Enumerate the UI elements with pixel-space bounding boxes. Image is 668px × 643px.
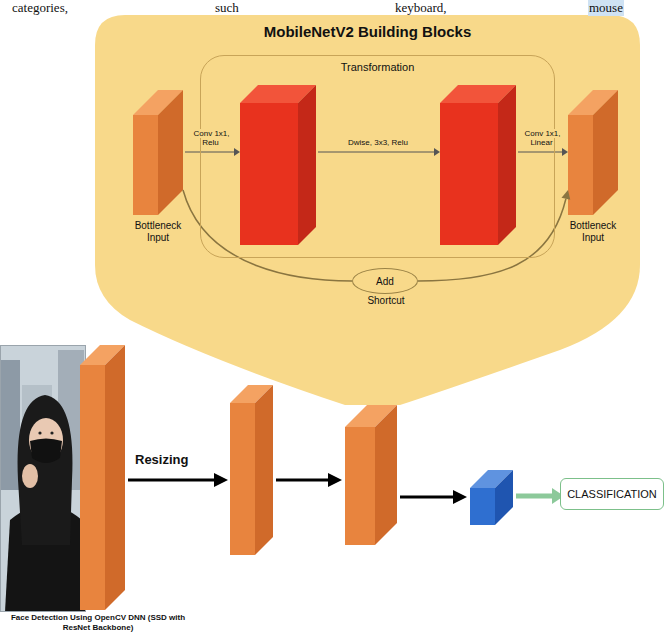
flow-arrow bbox=[516, 494, 553, 499]
caption-label: Face Detection Using OpenCV DNN (SSD wit… bbox=[3, 613, 193, 632]
flow-arrow bbox=[276, 479, 330, 482]
flow-arrow bbox=[400, 496, 455, 499]
photo-mask bbox=[30, 439, 62, 464]
bottleneck-block: Bottleneck Input bbox=[568, 90, 618, 215]
flow-arrow bbox=[185, 152, 234, 153]
block-front bbox=[133, 115, 158, 215]
flow-arrow bbox=[518, 152, 562, 153]
transformation-box: Transformation bbox=[200, 55, 555, 258]
arrow-head bbox=[562, 190, 571, 200]
arrow-label: Conv 1x1, Relu bbox=[184, 129, 238, 148]
photo-background bbox=[0, 345, 86, 612]
block-side bbox=[375, 405, 397, 545]
class-label: CLASSIFICATION bbox=[567, 488, 657, 500]
block-side bbox=[255, 385, 273, 555]
shortcut-label: Shortcut bbox=[333, 295, 439, 306]
arrow-head bbox=[434, 148, 440, 156]
photo-eye bbox=[38, 431, 41, 434]
box-title: Transformation bbox=[201, 61, 554, 73]
callout-cone bbox=[95, 15, 640, 405]
body-text: categories, bbox=[12, 0, 68, 16]
cube-front bbox=[240, 103, 298, 245]
arrow-head bbox=[214, 473, 228, 487]
cube-side bbox=[498, 85, 516, 245]
flow-arrow bbox=[128, 479, 216, 482]
block-label: Bottleneck Input bbox=[558, 220, 628, 244]
add-label: Add bbox=[376, 276, 394, 287]
shortcut-line bbox=[183, 190, 352, 281]
callout-panel: MobileNetV2 Building BlocksBottleneck In… bbox=[95, 15, 640, 315]
arrow-label: Conv 1x1, Linear bbox=[517, 129, 567, 148]
photo-hair bbox=[18, 395, 73, 545]
block-front bbox=[470, 488, 495, 525]
body-text: keyboard, bbox=[395, 0, 447, 16]
block-side bbox=[593, 90, 618, 215]
block-side bbox=[158, 90, 183, 215]
block-front bbox=[230, 403, 255, 555]
arrow-head bbox=[328, 473, 342, 487]
photo-hand bbox=[22, 464, 38, 488]
photo-frame bbox=[1, 346, 86, 612]
block-label: Bottleneck Input bbox=[123, 220, 193, 244]
cube-front bbox=[440, 103, 498, 245]
classification-box: CLASSIFICATION bbox=[560, 478, 664, 510]
block-front bbox=[345, 427, 375, 545]
panel-title: MobileNetV2 Building Blocks bbox=[95, 23, 640, 40]
photo-face bbox=[29, 418, 63, 462]
step-label: Resizing bbox=[135, 452, 188, 468]
block-side bbox=[495, 470, 513, 525]
photo-building bbox=[0, 360, 20, 490]
arrow-label: Dwise, 3x3, Relu bbox=[322, 138, 434, 148]
bottleneck-block: Bottleneck Input bbox=[133, 90, 183, 215]
arrow-head bbox=[453, 490, 467, 504]
block-side bbox=[105, 345, 125, 610]
block-front bbox=[80, 365, 105, 610]
photo-eye bbox=[50, 431, 53, 434]
cube-side bbox=[298, 85, 316, 245]
add-ellipse: AddShortcut bbox=[352, 268, 418, 294]
shortcut-line bbox=[418, 199, 566, 281]
body-text: such bbox=[215, 0, 239, 16]
arrow-head bbox=[234, 148, 240, 156]
block-front bbox=[568, 115, 593, 215]
flow-arrow bbox=[318, 152, 434, 153]
arrow-head bbox=[562, 148, 568, 156]
body-text: mouse bbox=[588, 0, 624, 16]
